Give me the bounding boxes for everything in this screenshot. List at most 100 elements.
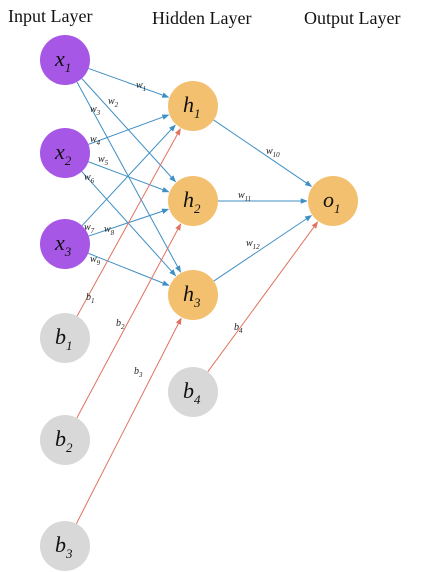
edge-label-w9-base: w: [90, 254, 97, 265]
edge-b2-h2: [76, 223, 182, 419]
node-b3: b3: [40, 521, 90, 571]
edge-label-w6-base: w: [84, 172, 91, 183]
edge-label-w2-base: w: [108, 96, 115, 107]
edge-label-w11-base: w: [238, 190, 245, 201]
edge-x1-h1: [88, 67, 170, 98]
node-x1: x1: [40, 35, 90, 85]
edge-label-w1-base: w: [136, 80, 143, 91]
edge-label-b4-sub: 4: [239, 327, 243, 335]
node-b2-label-sub: 2: [66, 440, 73, 455]
node-b2: b2: [40, 415, 90, 465]
edge-label-w6: w6: [84, 172, 95, 185]
node-x2-label: x2: [54, 139, 72, 168]
edge-b3-h3: [75, 317, 182, 524]
node-o1-label: o1: [323, 187, 341, 216]
edge-label-w10-base: w: [266, 146, 273, 157]
node-o1: o1: [308, 176, 358, 226]
node-b3-label-base: b: [55, 532, 66, 557]
node-h2-label-base: h: [183, 187, 194, 212]
node-b4-label-base: b: [183, 378, 194, 403]
node-h1-circle: [168, 81, 218, 131]
edge-label-w9: w9: [90, 254, 101, 267]
edge-h3-o1: [213, 215, 312, 282]
edge-label-w11: w11: [238, 190, 251, 203]
node-h1-label-base: h: [183, 92, 194, 117]
node-h2-circle: [168, 176, 218, 226]
edge-label-b4: b4: [234, 322, 243, 335]
edge-x2-h1: [88, 114, 170, 145]
edge-x3-h1: [81, 124, 176, 227]
node-h1-label: h1: [183, 92, 201, 121]
node-h1: h1: [168, 81, 218, 131]
edge-label-b3-sub: 3: [138, 371, 143, 379]
edge-label-w10-sub: 10: [273, 151, 281, 159]
node-h3-label-sub: 3: [193, 295, 201, 310]
edge-label-w2: w2: [108, 96, 119, 109]
node-x3-circle: [40, 219, 90, 269]
edge-label-w2-sub: 2: [115, 101, 119, 109]
node-b2-label-base: b: [55, 426, 66, 451]
node-h3-label-base: h: [183, 281, 194, 306]
node-b1-label: b1: [55, 324, 73, 353]
node-b1: b1: [40, 313, 90, 363]
node-x2-label-base: x: [54, 139, 65, 164]
edge-label-w6-sub: 6: [91, 177, 95, 185]
edge-x2-h2: [88, 161, 170, 193]
node-x2-circle: [40, 128, 90, 178]
edge-label-w4: w4: [90, 134, 101, 147]
edge-label-w12-base: w: [246, 238, 253, 249]
edge-label-w9-sub: 9: [97, 259, 101, 267]
edge-label-w1: w1: [136, 80, 146, 93]
node-b1-circle: [40, 313, 90, 363]
edge-label-b2-base: b: [116, 318, 121, 329]
edge-label-w12-sub: 12: [253, 243, 261, 251]
edge-label-w4-base: w: [90, 134, 97, 145]
node-h3-circle: [168, 270, 218, 320]
edge-label-w12: w12: [246, 238, 260, 251]
edge-label-w7-base: w: [84, 222, 91, 233]
node-x1-circle: [40, 35, 90, 85]
edge-label-w8-sub: 8: [111, 229, 115, 237]
node-x3-label-base: x: [54, 230, 65, 255]
node-x1-label: x1: [54, 46, 71, 75]
edge-label-w4-sub: 4: [97, 139, 101, 147]
output-layer-header: Output Layer: [304, 8, 400, 28]
edge-label-w7-sub: 7: [91, 227, 95, 235]
edge-label-b1-sub: 1: [91, 297, 95, 305]
node-o1-label-base: o: [323, 187, 334, 212]
node-b4: b4: [168, 367, 218, 417]
node-x2: x2: [40, 128, 90, 178]
node-b4-label-sub: 4: [194, 392, 201, 407]
node-h2: h2: [168, 176, 218, 226]
node-b3-label-sub: 3: [65, 546, 73, 561]
edge-label-b4-base: b: [234, 322, 239, 333]
hidden-layer-header: Hidden Layer: [152, 8, 251, 28]
node-h1-label-sub: 1: [194, 106, 201, 121]
edge-label-w10: w10: [266, 146, 280, 159]
node-b4-label: b4: [183, 378, 201, 407]
edge-label-w7: w7: [84, 222, 95, 235]
node-b3-label: b3: [55, 532, 73, 561]
edge-label-b2-sub: 2: [121, 323, 125, 331]
node-x2-label-sub: 2: [65, 153, 72, 168]
edge-label-w1-sub: 1: [143, 85, 147, 93]
edge-h1-o1: [213, 119, 313, 187]
node-h3: h3: [168, 270, 218, 320]
node-o1-label-sub: 1: [334, 201, 341, 216]
edge-label-b1: b1: [86, 292, 95, 305]
node-x1-label-base: x: [54, 46, 65, 71]
node-b1-label-base: b: [55, 324, 66, 349]
node-h3-label: h3: [183, 281, 201, 310]
node-o1-circle: [308, 176, 358, 226]
edge-label-w3-sub: 3: [96, 109, 101, 117]
edge-x3-h3: [88, 252, 170, 286]
edge-label-w5: w5: [98, 154, 109, 167]
node-b4-circle: [168, 367, 218, 417]
edge-b4-o1: [207, 221, 319, 373]
node-b2-label: b2: [55, 426, 73, 455]
edge-label-w5-sub: 5: [105, 159, 109, 167]
node-h2-label: h2: [183, 187, 201, 216]
